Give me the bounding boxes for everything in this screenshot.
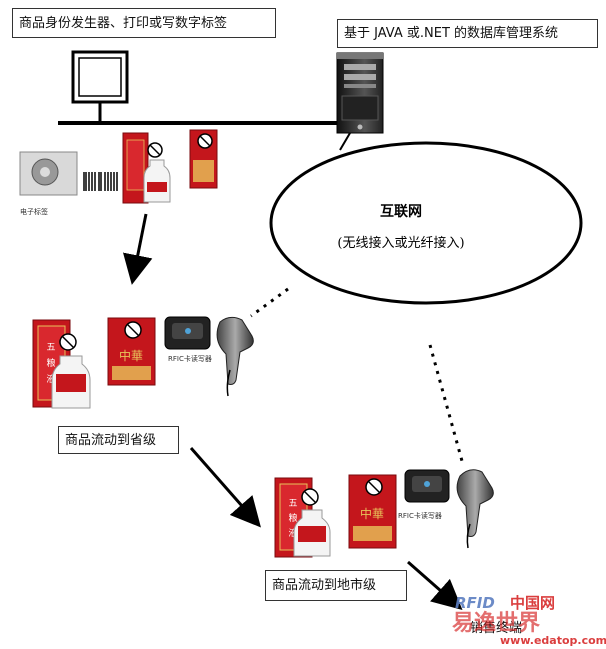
watermark-logo: RFID 中国网 易逸世界 www.edatop.com: [452, 594, 606, 647]
reader-label-2: RFIC卡读写器: [398, 511, 442, 520]
server-tower-icon: [336, 52, 384, 134]
tag-roll-icon: [19, 151, 78, 196]
barcode-scanner-icon: [456, 469, 494, 549]
watermark-url: www.edatop.com: [500, 634, 606, 647]
etag-label: 电子标签: [20, 207, 48, 216]
database-label-box: 基于 JAVA 或.NET 的数据库管理系统: [337, 19, 598, 48]
dotted-link-right: [428, 344, 464, 462]
wine-bottle-icon: [51, 355, 91, 409]
internet-subtitle: (无线接入或光纤接入): [337, 235, 464, 251]
cigarette-box-icon: [189, 129, 218, 189]
svg-text:五: 五: [288, 499, 297, 509]
flow-arrow-3: [407, 560, 463, 610]
province-label-box: 商品流动到省级: [58, 426, 179, 454]
dotted-link-left: [250, 287, 289, 318]
rfid-reader-icon: [404, 469, 450, 503]
generator-label-box: 商品身份发生器、打印或写数字标签: [12, 8, 276, 38]
monitor-icon: [71, 50, 129, 122]
city-label-box: 商品流动到地市级: [265, 570, 407, 601]
svg-text:中華: 中華: [119, 348, 143, 363]
svg-text:五: 五: [46, 343, 55, 353]
wine-bottle-icon: [293, 509, 331, 557]
svg-text:中華: 中華: [360, 506, 384, 521]
internet-title: 互联网: [380, 204, 422, 220]
internet-cloud: [269, 141, 583, 305]
generator-label: 商品身份发生器、打印或写数字标签: [19, 15, 228, 31]
rfid-reader-icon: [164, 316, 211, 350]
barcode-icon: [82, 172, 119, 191]
flow-arrow-1: [122, 213, 153, 285]
wine-bottle-icon: [143, 159, 171, 203]
cigarette-box-icon: 中華: [107, 317, 156, 386]
svg-text:粮: 粮: [46, 357, 55, 369]
svg-text:液: 液: [46, 373, 55, 385]
watermark-brand-en: RFID: [455, 594, 495, 612]
reader-label-1: RFIC卡读写器: [168, 354, 212, 363]
city-label: 商品流动到地市级: [272, 578, 377, 593]
database-label: 基于 JAVA 或.NET 的数据库管理系统: [344, 26, 559, 41]
svg-text:粮: 粮: [288, 512, 297, 524]
cigarette-box-icon: 中華: [348, 474, 397, 549]
watermark-brand-cn: 中国网: [510, 594, 555, 612]
terminal-label: 销售终端: [470, 620, 522, 636]
barcode-scanner-icon: [216, 316, 254, 397]
flow-arrow-2: [189, 447, 261, 528]
province-label: 商品流动到省级: [65, 432, 157, 448]
watermark-line2: 易逸世界: [452, 610, 540, 636]
svg-text:液: 液: [288, 527, 297, 539]
